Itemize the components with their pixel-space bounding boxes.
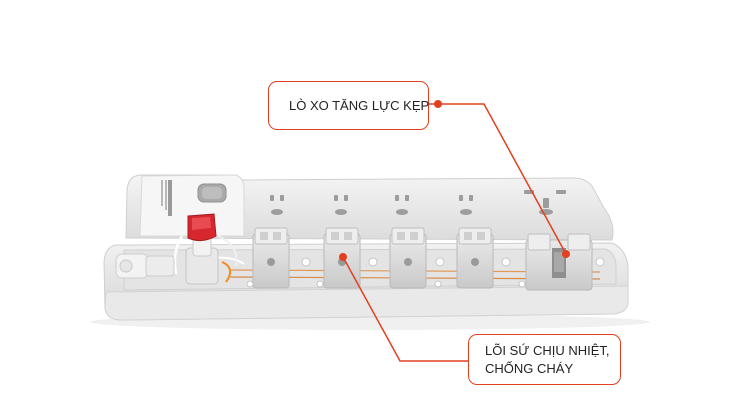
cord-clamp	[115, 253, 175, 279]
leader-dot-icon	[339, 253, 347, 261]
brand-label	[161, 180, 172, 216]
leader-line-core	[342, 256, 468, 362]
callout-core-line1: LÕI SỨ CHỊU NHIỆT,	[485, 342, 610, 358]
leader-lines	[342, 103, 567, 362]
socket-module	[389, 227, 427, 289]
red-switch-actuator	[185, 213, 219, 285]
lid-socket-holes	[270, 190, 566, 215]
socket-module	[456, 227, 494, 289]
socket-module	[323, 227, 361, 289]
leader-dot-icon	[562, 250, 570, 258]
socket-module-universal	[525, 233, 593, 291]
leader-dot-icon	[434, 100, 442, 108]
leader-line-spring	[429, 103, 567, 255]
socket-module	[252, 227, 290, 289]
screw-posts	[246, 257, 605, 288]
power-strip-lid	[125, 174, 614, 241]
callout-core-line2: CHỐNG CHÁY	[485, 360, 574, 376]
callout-spring: LÒ XO TĂNG LỰC KẸP	[268, 81, 429, 130]
socket-modules	[252, 227, 593, 291]
callout-ceramic-core: LÕI SỨ CHỊU NHIỆT, CHỐNG CHÁY	[468, 334, 621, 385]
callout-spring-text: LÒ XO TĂNG LỰC KẸP	[289, 97, 430, 113]
